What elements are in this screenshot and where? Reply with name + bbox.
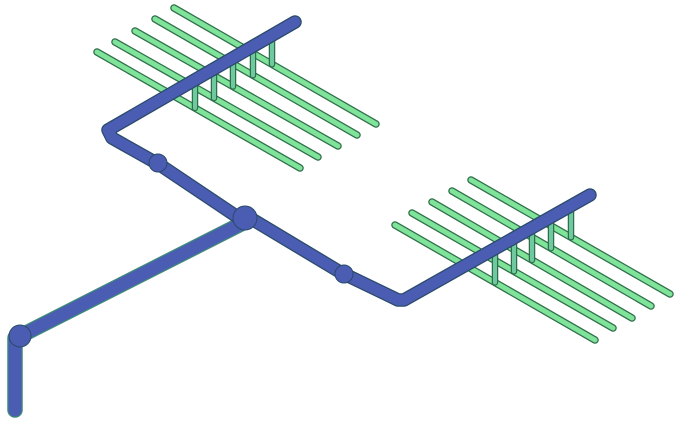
main-supply-pipe <box>8 215 252 417</box>
risers <box>191 32 575 286</box>
branch-line <box>132 28 341 149</box>
branch-line <box>94 49 303 171</box>
pipe-fitting <box>334 264 354 284</box>
pipe-fitting <box>148 153 168 173</box>
pipe-fitting <box>8 324 32 348</box>
upper-branch-pipe <box>102 16 301 228</box>
branch-line <box>171 5 379 127</box>
pipe-fitting <box>232 205 258 231</box>
lower-branch-pipe <box>239 189 596 306</box>
main-pipe-run <box>7 15 597 418</box>
branch-line <box>152 16 360 138</box>
